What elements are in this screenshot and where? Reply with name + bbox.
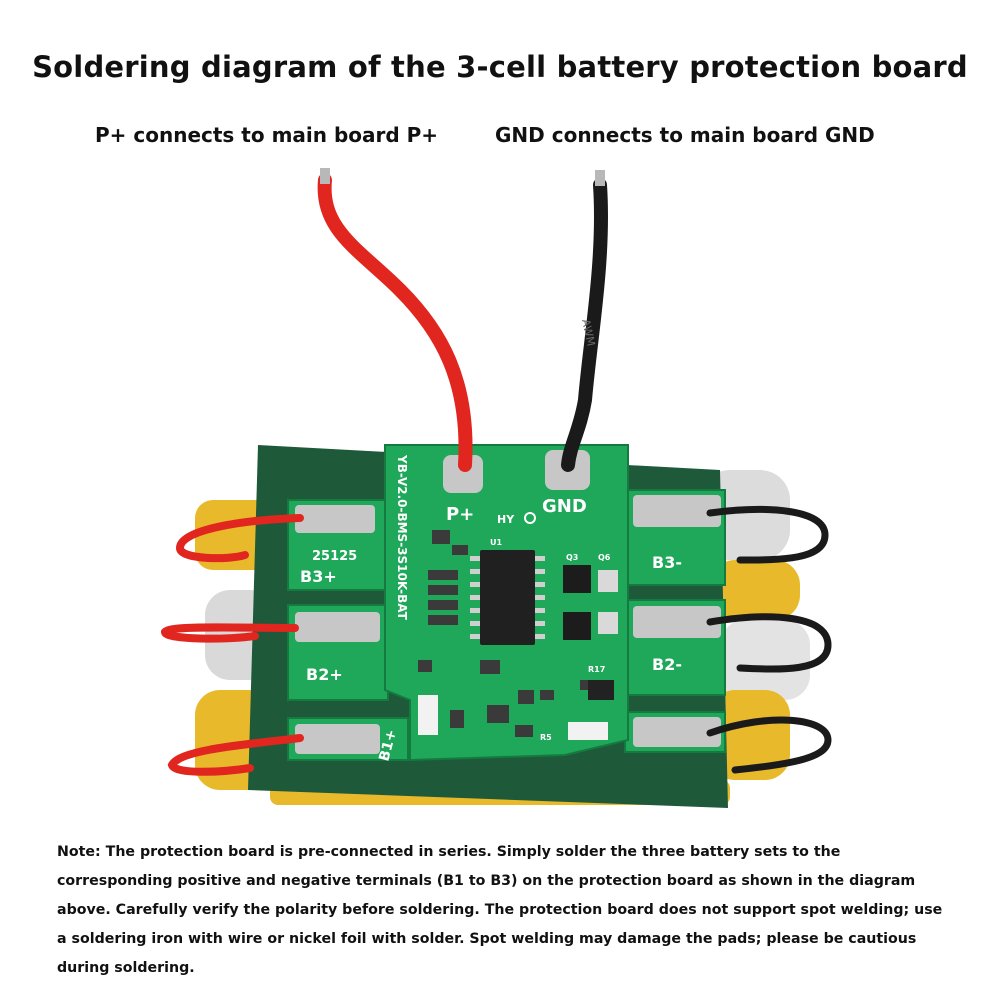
q3-pcb-text: Q3 bbox=[566, 553, 578, 562]
gnd-label: GND connects to main board GND bbox=[495, 123, 875, 147]
page-title: Soldering diagram of the 3-cell battery … bbox=[32, 50, 968, 84]
soldering-note: Note: The protection board is pre-connec… bbox=[57, 844, 943, 976]
board-code-text: 25125 bbox=[312, 549, 357, 564]
model-pcb-text: YB-V2.0-BMS-3S10K-BAT bbox=[395, 454, 409, 621]
wire-marking-text: AWM bbox=[579, 318, 597, 347]
b1-plus-red-wire bbox=[167, 734, 304, 776]
b3-plus-board: B3+ 25125 bbox=[287, 499, 389, 591]
gnd-black-wire bbox=[561, 178, 609, 472]
b3-plus-red-wire bbox=[175, 514, 304, 563]
main-pcb: P+ GND HY YB-V2.0-BMS-3S10K-BAT U1 Q3 Q6 bbox=[384, 444, 629, 762]
b3-plus-text: B3+ bbox=[300, 567, 337, 586]
b2-minus-board: B2- bbox=[624, 599, 726, 696]
b2-plus-text: B2+ bbox=[306, 665, 343, 684]
p-plus-pcb-text: P+ bbox=[446, 504, 474, 525]
r5-pcb-text: R5 bbox=[540, 733, 552, 742]
u1-pcb-text: U1 bbox=[490, 538, 502, 547]
b1-minus-black-wire bbox=[706, 716, 832, 774]
b2-plus-red-wire bbox=[160, 623, 299, 643]
b2-minus-text: B2- bbox=[652, 655, 682, 674]
gnd-pcb-text: GND bbox=[542, 496, 587, 517]
b2-plus-board: B2+ bbox=[287, 604, 389, 701]
gnd-wire-tip bbox=[595, 170, 605, 186]
b2-minus-black-wire bbox=[706, 613, 832, 673]
b3-minus-board: B3- bbox=[624, 489, 726, 586]
hy-pcb-text: HY bbox=[497, 513, 515, 526]
r17-pcb-text: R17 bbox=[588, 665, 605, 674]
p-plus-red-wire bbox=[317, 173, 473, 472]
b1-plus-board: B1+ bbox=[287, 717, 409, 763]
p-plus-wire-tip bbox=[320, 168, 330, 184]
b3-minus-black-wire bbox=[706, 506, 829, 564]
p-plus-label: P+ connects to main board P+ bbox=[95, 123, 439, 147]
b3-minus-text: B3- bbox=[652, 553, 682, 572]
q6-pcb-text: Q6 bbox=[598, 553, 611, 562]
board-photo: B3+ 25125 B2+ B1+ B3- B2- P+ GND HY YB-V bbox=[160, 168, 832, 808]
